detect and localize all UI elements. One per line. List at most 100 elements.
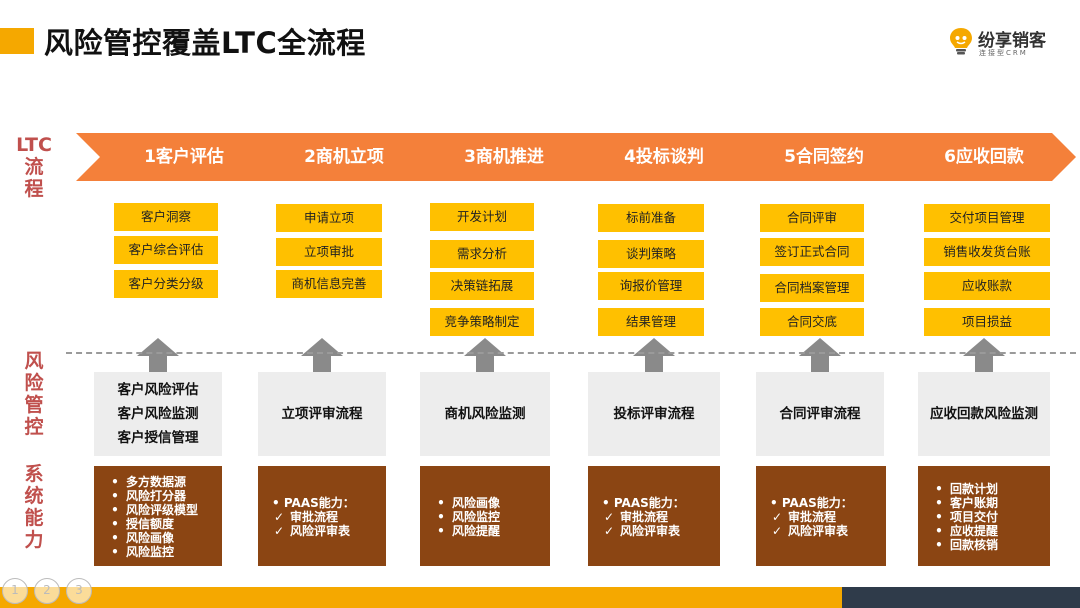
risk-control-item: 客户风险监测 (117, 406, 199, 422)
system-capability-item: •风险画像 (430, 496, 544, 510)
system-capability-item: ✓审批流程 (598, 510, 714, 524)
task-item: 开发计划 (430, 203, 534, 231)
stage-chevron (556, 133, 756, 181)
risk-label-char: 风 (24, 350, 44, 372)
risk-control-item: 合同评审流程 (779, 406, 861, 422)
system-capability-text: 风险监控 (452, 510, 501, 524)
system-capability-text: 风险打分器 (126, 489, 187, 503)
system-capability-item: ✓风险评审表 (268, 524, 380, 538)
task-item: 立项审批 (276, 238, 382, 266)
up-arrow-shape (799, 338, 841, 372)
task-item: 客户综合评估 (114, 236, 218, 264)
system-capability-item: ✓ 审批流程 (766, 510, 880, 524)
stage-chevron (236, 133, 436, 181)
stage-chevron-shape (556, 133, 756, 181)
footer-bar-accent (0, 587, 842, 608)
system-capability-item: • 回款核销 (928, 538, 1044, 552)
system-capability-box: •风险画像•风险监控•风险提醒 (420, 466, 550, 566)
system-capability-text: 风险监控 (126, 545, 175, 559)
logo-name: 纷享销客 (978, 31, 1046, 51)
risk-control-item: 客户风险评估 (117, 382, 199, 398)
system-capability-text: 应收提醒 (950, 524, 999, 538)
stage-label: 3商机推进 (464, 147, 544, 167)
stage-arrow: 1客户评估 (76, 133, 276, 181)
bullet-icon: • (111, 503, 119, 517)
risk-control-item: 应收回款风险监测 (930, 406, 1038, 422)
system-label-char: 力 (24, 529, 44, 551)
risk-control-box: 应收回款风险监测 (918, 372, 1050, 456)
bullet-icon: • (935, 496, 943, 510)
logo-subtitle: 连接型CRM (979, 49, 1028, 57)
stage-label: 5合同签约 (784, 147, 864, 167)
stage-label: 1客户评估 (144, 147, 224, 167)
system-capability-item: • 风险监控 (104, 545, 216, 559)
nav-button[interactable]: 3 (66, 578, 92, 604)
footer-bar-dark (842, 587, 1080, 608)
nav-button[interactable]: 1 (2, 578, 28, 604)
task-item: 商机信息完善 (276, 270, 382, 298)
system-capability-item: •多方数据源 (104, 475, 216, 489)
task-item: 竞争策略制定 (430, 308, 534, 336)
stage-arrow: 3商机推进 (396, 133, 596, 181)
system-capability-box: • PAAS能力：✓审批流程✓风险评审表 (258, 466, 386, 566)
nav-button[interactable]: 2 (34, 578, 60, 604)
stage-chevron (876, 133, 1076, 181)
system-capability-item: •风险评级模型 (104, 503, 216, 517)
page-title: 风险管控覆盖LTC全流程 (44, 26, 366, 60)
task-item: 决策链拓展 (430, 272, 534, 300)
stage-arrow: 4投标谈判 (556, 133, 756, 181)
task-item: 询报价管理 (598, 272, 704, 300)
bullet-icon: • (437, 496, 445, 510)
risk-label-char: 险 (24, 372, 44, 394)
system-capability-item: •授信额度 (104, 517, 216, 531)
system-capability-text: 项目交付 (950, 510, 999, 524)
brand-logo: 纷享销客 连接型CRM (948, 24, 1068, 64)
risk-label-char: 管 (24, 394, 44, 416)
risk-label-char: 控 (24, 416, 44, 438)
bullet-icon: • (935, 538, 943, 552)
bullet-icon: • (935, 482, 943, 496)
ltc-label-line1: LTC (16, 134, 52, 156)
bullet-icon: • (111, 517, 119, 531)
system-capability-list: ✓审批流程✓风险评审表 (766, 510, 880, 538)
stage-chevron-shape (396, 133, 596, 181)
system-capability-text: 审批流程 (788, 510, 837, 524)
stage-arrow: 6应收回款 (876, 133, 1076, 181)
stage-chevron (716, 133, 916, 181)
bullet-icon: • (111, 489, 119, 503)
bullet-icon: • (437, 524, 445, 538)
risk-control-box: 立项评审流程 (258, 372, 386, 456)
task-item: 客户分类分级 (114, 270, 218, 298)
stage-chevron-shape (76, 133, 276, 181)
bullet-icon: • (437, 510, 445, 524)
task-item: 申请立项 (276, 204, 382, 232)
system-capability-text: 风险评审表 (620, 524, 681, 538)
up-arrow-icon (799, 338, 841, 372)
system-capability-item: •应收提醒 (928, 524, 1044, 538)
system-capability-list: •多方数据源•风险打分器•风险评级模型•授信额度•风险画像•风险监控 (104, 475, 216, 559)
risk-control-box: 投标评审流程 (588, 372, 720, 456)
system-capability-text: 回款核销 (950, 538, 999, 552)
system-capability-text: 多方数据源 (126, 475, 187, 489)
risk-control-item: 投标评审流程 (613, 406, 695, 422)
system-capability-item: ✓风险评审表 (598, 524, 714, 538)
task-item: 销售收发货台账 (924, 238, 1050, 266)
up-arrow-icon (633, 338, 675, 372)
system-capability-list: ✓审批流程✓风险评审表 (598, 510, 714, 538)
system-capability-text: 回款计划 (950, 482, 999, 496)
bullet-icon: • (111, 545, 119, 559)
stage-label: 6应收回款 (944, 147, 1024, 167)
task-item: 交付项目管理 (924, 204, 1050, 232)
stage-chevron-shape (876, 133, 1076, 181)
stage-chevron-shape (236, 133, 436, 181)
up-arrow-shape (301, 338, 343, 372)
system-capability-item: • 风险打分器 (104, 489, 216, 503)
check-icon: ✓ (771, 510, 783, 524)
stage-arrow: 5合同签约 (716, 133, 916, 181)
system-label-char: 统 (24, 485, 44, 507)
task-item: 标前准备 (598, 204, 704, 232)
risk-control-box: 商机风险监测 (420, 372, 550, 456)
divider-dashed-line (66, 352, 1076, 354)
task-item: 签订正式合同 (760, 238, 864, 266)
system-capability-box: • PAAS能力：✓审批流程✓风险评审表 (756, 466, 886, 566)
